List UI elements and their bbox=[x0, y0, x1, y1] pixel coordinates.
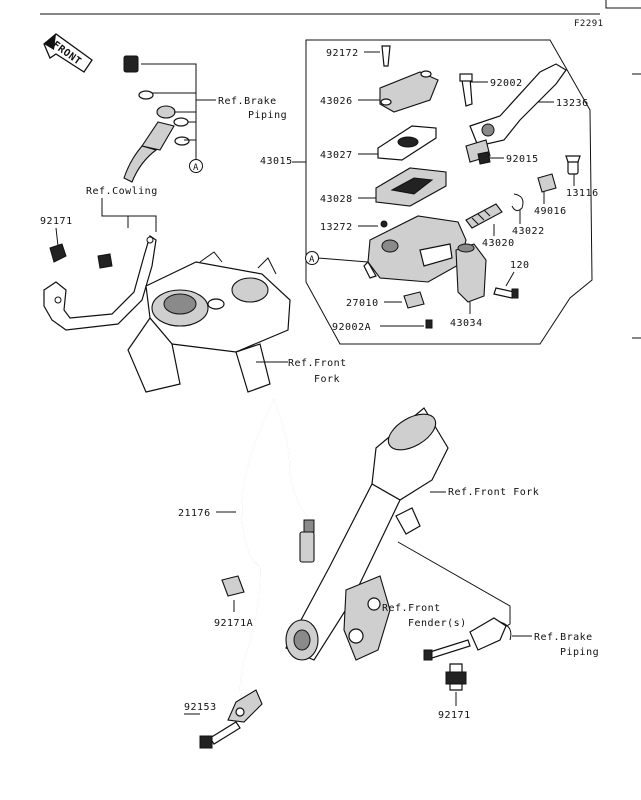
part-92171A: 92171A bbox=[214, 618, 253, 629]
boot-49016 bbox=[537, 173, 557, 193]
banjo-bolt-group bbox=[123, 55, 190, 183]
reservoir-cap bbox=[379, 70, 439, 113]
part-43015: 43015 bbox=[260, 156, 293, 167]
circlip-43022 bbox=[511, 193, 524, 212]
callout-a-top: A bbox=[189, 159, 203, 173]
clamp-43034 bbox=[455, 243, 487, 303]
ref-front-fender-2: Fender(s) bbox=[408, 618, 467, 629]
part-27010: 27010 bbox=[346, 298, 379, 309]
ref-front-fork-top-1: Ref.Front bbox=[288, 358, 347, 369]
part-92172: 92172 bbox=[326, 48, 359, 59]
part-92015: 92015 bbox=[506, 154, 539, 165]
nut-92015 bbox=[477, 151, 491, 165]
ref-brake-piping-bottom-2: Piping bbox=[560, 647, 599, 658]
pin-13116 bbox=[565, 155, 581, 175]
part-43026: 43026 bbox=[320, 96, 353, 107]
part-21176: 21176 bbox=[178, 508, 211, 519]
part-92153: 92153 bbox=[184, 702, 217, 713]
bolt-92153 bbox=[199, 721, 241, 749]
clip-92171A bbox=[221, 575, 245, 597]
lower-fork-leg bbox=[285, 407, 449, 661]
part-92002A: 92002A bbox=[332, 322, 371, 333]
part-13116: 13116 bbox=[566, 188, 599, 199]
figure-code: F2291 bbox=[574, 19, 604, 29]
cowling-bracket bbox=[43, 235, 157, 331]
diaphragm-plate bbox=[377, 125, 437, 161]
switch-27010 bbox=[403, 291, 425, 309]
wheel-sensor bbox=[227, 689, 263, 723]
callout-a-top-label: A bbox=[193, 163, 199, 173]
part-43028: 43028 bbox=[320, 194, 353, 205]
fender-bracket bbox=[469, 617, 512, 651]
part-92171-bottom: 92171 bbox=[438, 710, 471, 721]
callout-a-box: A bbox=[305, 251, 369, 265]
piston-kit-43020 bbox=[465, 203, 503, 229]
ref-front-fork-mid: Ref.Front Fork bbox=[448, 487, 539, 498]
ref-front-fender-1: Ref.Front bbox=[382, 603, 441, 614]
bolt-fender bbox=[423, 639, 471, 661]
page-frame bbox=[40, 0, 641, 339]
part-120: 120 bbox=[510, 260, 530, 271]
front-arrow-icon: FRONT bbox=[43, 33, 93, 73]
diaphragm-gasket bbox=[375, 167, 447, 207]
part-49016: 49016 bbox=[534, 206, 567, 217]
ref-brake-piping-bottom-1: Ref.Brake bbox=[534, 632, 593, 643]
ref-cowling: Ref.Cowling bbox=[86, 186, 158, 197]
bolt-92002 bbox=[459, 73, 473, 107]
part-92171-top: 92171 bbox=[40, 216, 73, 227]
bolt-120 bbox=[493, 287, 519, 299]
part-43022: 43022 bbox=[512, 226, 545, 237]
part-43020: 43020 bbox=[482, 238, 515, 249]
ref-brake-piping-top-2: Piping bbox=[248, 110, 287, 121]
part-92002: 92002 bbox=[490, 78, 523, 89]
upper-triple-clamp bbox=[127, 251, 291, 393]
part-13236: 13236 bbox=[556, 98, 589, 109]
ref-front-fork-top-2: Fork bbox=[314, 374, 340, 385]
master-cylinder-box bbox=[305, 39, 593, 345]
ref-brake-piping-top-1: Ref.Brake bbox=[218, 96, 277, 107]
brake-piping-leaders bbox=[141, 63, 216, 160]
master-cylinder-body bbox=[363, 215, 467, 283]
callout-a-box-label: A bbox=[309, 255, 315, 265]
part-13272: 13272 bbox=[320, 222, 353, 233]
part-43034: 43034 bbox=[450, 318, 483, 329]
screw-92002A bbox=[425, 319, 433, 329]
sensor-wire-21176 bbox=[239, 399, 315, 701]
bolt-92171-bottom bbox=[445, 663, 467, 691]
screw-92172 bbox=[381, 45, 391, 67]
part-43027: 43027 bbox=[320, 150, 353, 161]
